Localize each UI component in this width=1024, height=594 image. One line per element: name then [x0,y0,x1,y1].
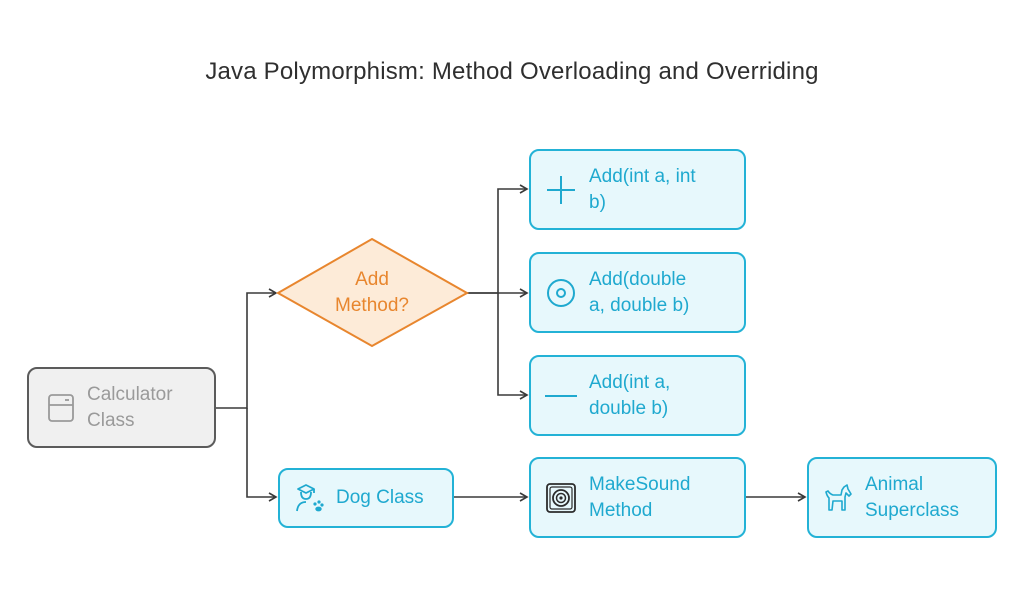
add-int-int-line2: b) [589,191,606,213]
decision-label: Add Method? [312,267,432,319]
makesound-line2: Method [589,499,653,521]
decision-label-line2: Method? [335,295,409,316]
target-icon [543,277,579,309]
connector-calculator-dog [246,408,278,502]
add-int-double-line1: Add(int a, [589,371,671,393]
add-int-int-node[interactable]: Add(int a, int b) [529,149,746,230]
diagram-title: Java Polymorphism: Method Overloading an… [205,58,819,85]
add-double-double-line1: Add(double [589,268,687,290]
add-int-double-line2: double b) [589,397,669,419]
connector-decision-add-int-int [467,184,529,294]
connector-calculator-branch [216,288,278,409]
dog-class-node[interactable]: Dog Class [278,468,454,528]
calculator-icon [43,393,79,423]
connector-decision-add-int-double [497,293,529,400]
makesound-method-node[interactable]: MakeSound Method [529,457,746,538]
animal-superclass-node[interactable]: Animal Superclass [807,457,997,538]
animal-line2: Superclass [865,499,959,521]
speaker-icon [543,482,579,514]
calculator-label-line1: Calculator [87,383,173,405]
animal-line1: Animal [865,473,924,495]
add-int-double-node[interactable]: Add(int a, double b) [529,355,746,436]
add-double-double-line2: a, double b) [589,294,690,316]
add-int-int-line1: Add(int a, int [589,165,696,187]
calculator-label-line2: Class [87,409,135,431]
dog-trainer-icon [292,482,326,514]
calculator-class-node[interactable]: Calculator Class [27,367,216,448]
horse-icon [821,482,855,514]
plus-icon [543,174,579,206]
minus-icon [543,391,579,401]
makesound-line1: MakeSound [589,473,691,495]
add-double-double-node[interactable]: Add(double a, double b) [529,252,746,333]
dog-class-label: Dog Class [336,487,424,508]
decision-label-line1: Add [355,269,389,290]
decision-diamond [275,237,470,348]
